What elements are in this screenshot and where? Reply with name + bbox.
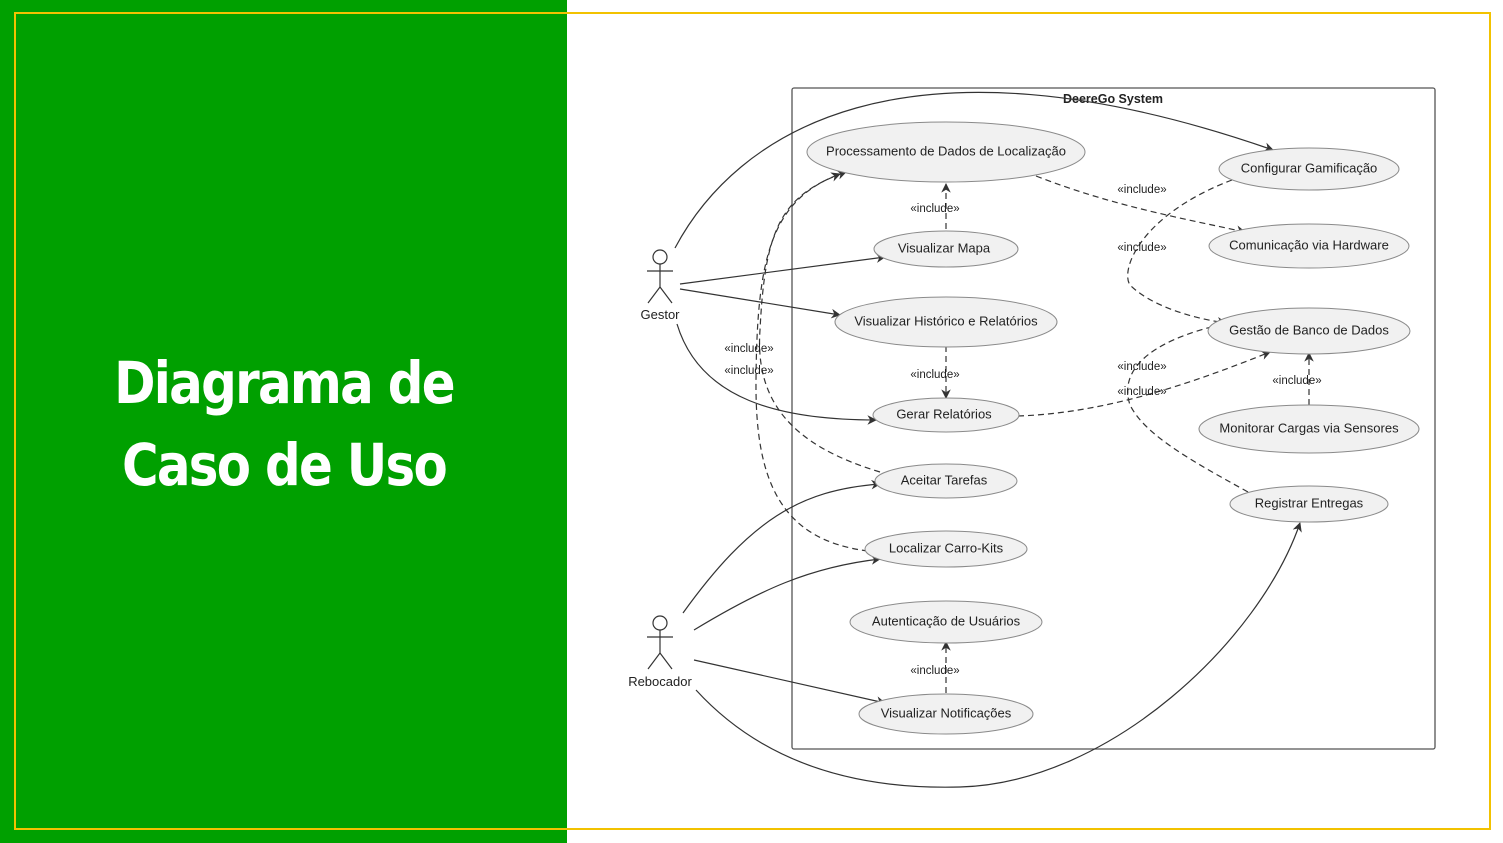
actor-rebocador: Rebocador [628, 615, 692, 689]
edge-gestor-gamificacao [674, 91, 1274, 249]
use-case-hardware: Comunicação via Hardware [1208, 223, 1410, 269]
use-case-label: Monitorar Cargas via Sensores [1219, 420, 1399, 435]
use-case-label: Gestão de Banco de Dados [1229, 322, 1389, 337]
include-label: «include» [1117, 386, 1166, 398]
use-case-label: Processamento de Dados de Localização [826, 143, 1066, 158]
include-label: «include» [910, 665, 959, 677]
include-aceitar-processamento [758, 170, 881, 473]
use-case-label: Autenticação de Usuários [872, 613, 1021, 628]
include-label: «include» [910, 203, 959, 215]
include-label: «include» [1117, 361, 1166, 373]
use-case-label: Gerar Relatórios [896, 406, 992, 421]
system-title: DeereGo System [1063, 92, 1163, 106]
edge-rebocador-notificacoes [693, 659, 886, 706]
include-gerar-banco [1017, 350, 1271, 417]
use-case-historico: Visualizar Histórico e Relatórios [834, 296, 1058, 348]
edge-gestor-gerar [676, 323, 877, 425]
include-label: «include» [1117, 242, 1166, 254]
use-case-entregas: Registrar Entregas [1229, 485, 1389, 523]
use-case-label: Configurar Gamificação [1241, 160, 1378, 175]
use-case-label: Aceitar Tarefas [901, 472, 988, 487]
include-label: «include» [724, 343, 773, 355]
use-case-label: Comunicação via Hardware [1229, 237, 1389, 252]
actor-label: Gestor [640, 307, 680, 322]
title-panel [0, 0, 567, 843]
title-line-1: Diagrama de [114, 349, 455, 417]
use-case-processamento: Processamento de Dados de Localização [806, 121, 1086, 183]
stick-figure-icon [647, 615, 673, 670]
use-case-banco: Gestão de Banco de Dados [1207, 307, 1411, 355]
include-processamento-hardware [1035, 175, 1246, 235]
include-label: «include» [910, 369, 959, 381]
edge-rebocador-aceitar [682, 479, 881, 614]
actor-label: Rebocador [628, 674, 692, 689]
slide-title: Diagrama de Caso de Uso [52, 342, 516, 506]
use-case-notificacoes: Visualizar Notificações [858, 693, 1034, 735]
use-case-aceitar: Aceitar Tarefas [874, 463, 1018, 499]
include-label: «include» [1272, 375, 1321, 387]
use-case-mapa: Visualizar Mapa [873, 230, 1019, 268]
stick-figure-icon [647, 249, 673, 304]
actor-gestor: Gestor [640, 249, 680, 322]
edge-gestor-mapa [679, 253, 886, 285]
use-case-autenticacao: Autenticação de Usuários [849, 600, 1043, 644]
edge-rebocador-localizar [693, 555, 881, 631]
use-case-localizar: Localizar Carro-Kits [864, 530, 1028, 568]
use-case-label: Visualizar Histórico e Relatórios [854, 313, 1038, 328]
use-case-label: Visualizar Mapa [898, 240, 991, 255]
include-gamificacao-banco [1127, 179, 1233, 327]
title-line-2: Caso de Uso [121, 431, 448, 499]
use-case-monitorar: Monitorar Cargas via Sensores [1198, 404, 1420, 454]
include-entregas-banco [1127, 320, 1249, 493]
include-label: «include» [1117, 184, 1166, 196]
use-case-gamificacao: Configurar Gamificação [1218, 147, 1400, 191]
use-case-gerar: Gerar Relatórios [872, 397, 1020, 433]
use-case-label: Visualizar Notificações [881, 705, 1012, 720]
use-case-label: Registrar Entregas [1255, 495, 1364, 510]
include-label: «include» [724, 365, 773, 377]
edge-gestor-historico [679, 288, 841, 319]
include-localizar-processamento [755, 172, 869, 552]
use-case-label: Localizar Carro-Kits [889, 540, 1004, 555]
edge-rebocador-entregas [695, 522, 1302, 788]
system-boundary [791, 87, 1436, 750]
